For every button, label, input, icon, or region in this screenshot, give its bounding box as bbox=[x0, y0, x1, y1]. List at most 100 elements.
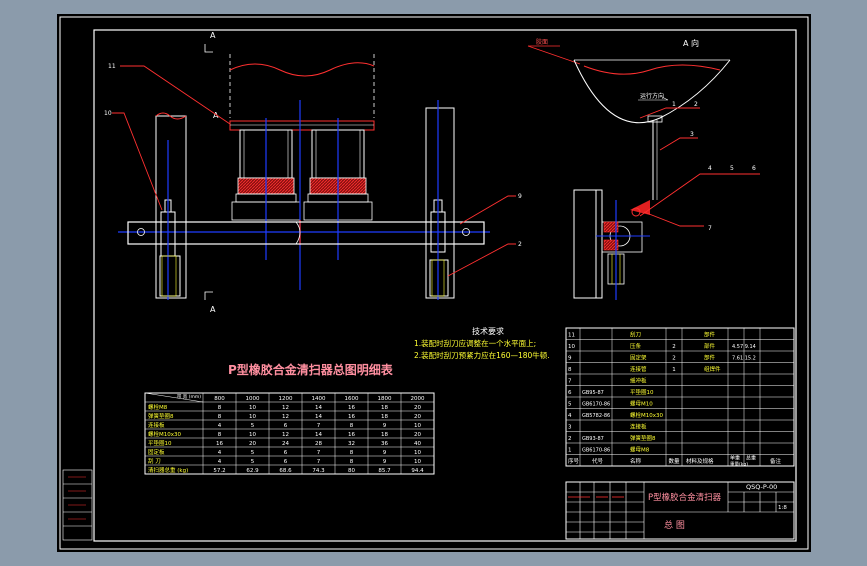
spec-cell: 18 bbox=[381, 414, 388, 420]
spec-row-name: 螺栓M10x30 bbox=[148, 430, 181, 438]
spec-row-name: 螺栓M8 bbox=[148, 403, 168, 411]
spec-cell: 9 bbox=[383, 459, 387, 465]
title-product-name: P型橡胶合金清扫器 bbox=[648, 492, 722, 503]
side-part-6: 6 bbox=[752, 165, 756, 172]
parts-name: 刮刀 bbox=[630, 331, 641, 339]
parts-note: 组焊件 bbox=[704, 365, 721, 373]
side-view: A 向 胶面 运行方向 bbox=[527, 38, 760, 300]
spec-cell: 24 bbox=[282, 441, 289, 447]
spec-row-name: 刮 刀 bbox=[148, 457, 161, 465]
parts-header-qty: 数量 bbox=[668, 457, 680, 465]
spec-corner-diagonal bbox=[144, 392, 204, 403]
title-scale: 1:8 bbox=[778, 505, 787, 511]
parts-qty: 2 bbox=[672, 344, 676, 350]
spec-cell: 9 bbox=[383, 423, 387, 429]
parts-header-no: 序号 bbox=[568, 457, 580, 465]
tech-line-2: 2.装配时刮刀预紧力应在160—180牛顿. bbox=[414, 350, 550, 360]
parts-name: 螺栓M10x30 bbox=[630, 411, 663, 419]
spec-cell: 62.9 bbox=[246, 468, 259, 474]
parts-no: 8 bbox=[568, 367, 572, 373]
spec-cell: 36 bbox=[381, 441, 388, 447]
parts-note: 部件 bbox=[704, 354, 716, 362]
section-mark-mid: A bbox=[213, 111, 219, 120]
spec-cell: 18 bbox=[381, 405, 388, 411]
spec-cell: 20 bbox=[414, 432, 421, 438]
direction-label: 运行方向 bbox=[640, 92, 664, 100]
spec-row-name: 平垫圈10 bbox=[148, 439, 172, 447]
parts-no: 9 bbox=[568, 356, 572, 362]
parts-name: 压条 bbox=[630, 342, 642, 350]
pulley-arc bbox=[573, 59, 731, 124]
spec-cell: 14 bbox=[315, 414, 322, 420]
side-part-1: 1 bbox=[672, 101, 676, 108]
belt-label: 胶面 bbox=[536, 38, 548, 46]
tech-line-1: 1.装配时刮刀应调整在一个水平面上; bbox=[414, 338, 536, 348]
side-part-2: 2 bbox=[694, 101, 698, 108]
parts-no: 1 bbox=[568, 448, 572, 454]
spec-cell: 7 bbox=[317, 423, 321, 429]
parts-name: 固定架 bbox=[630, 354, 647, 362]
spec-cell: 85.7 bbox=[378, 468, 391, 474]
spec-cell: 6 bbox=[284, 423, 288, 429]
parts-weights: 7.61 15.2 bbox=[732, 356, 756, 362]
parts-header-note: 备注 bbox=[770, 457, 782, 465]
spec-table-title: P型橡胶合金清扫器总图明细表 bbox=[228, 362, 394, 377]
belt-outline bbox=[229, 54, 375, 118]
spec-cell: 16 bbox=[348, 414, 355, 420]
belt-break-line bbox=[229, 62, 375, 77]
spec-cell: 10 bbox=[414, 423, 421, 429]
parts-name: 螺母M8 bbox=[630, 446, 650, 454]
spec-cell: 20 bbox=[249, 441, 256, 447]
parts-code: GB95-87 bbox=[582, 390, 604, 396]
parts-note: 部件 bbox=[704, 331, 716, 339]
spec-cell: 6 bbox=[284, 450, 288, 456]
spec-cell: 16 bbox=[216, 441, 223, 447]
binding-margin bbox=[62, 469, 93, 541]
spec-cell: 12 bbox=[282, 414, 289, 420]
spec-cell: 8 bbox=[218, 414, 222, 420]
spec-cell: 6 bbox=[284, 459, 288, 465]
spec-corner-label: 带 宽 (mm) bbox=[177, 393, 201, 400]
spec-row-name: 固定板 bbox=[148, 448, 165, 456]
spec-cell: 68.6 bbox=[279, 468, 292, 474]
title-drawing-name: 总 图 bbox=[664, 519, 685, 531]
parts-header-material: 材料及规格 bbox=[686, 457, 714, 465]
spec-row-name: 连接板 bbox=[148, 421, 165, 429]
parts-code: GB6170-86 bbox=[582, 448, 610, 454]
spec-cell: 57.2 bbox=[213, 468, 225, 474]
parts-no: 2 bbox=[568, 436, 572, 442]
connecting-tube bbox=[127, 221, 485, 245]
spec-cell: 16 bbox=[348, 432, 355, 438]
spec-cell: 8 bbox=[350, 423, 354, 429]
side-view-title: A 向 bbox=[683, 38, 699, 48]
spec-cell: 12 bbox=[282, 405, 289, 411]
spec-cell: 4 bbox=[218, 450, 222, 456]
parts-header-name: 名称 bbox=[630, 457, 642, 465]
spec-cell: 8 bbox=[350, 459, 354, 465]
parts-qty: 1 bbox=[672, 367, 676, 373]
parts-code: GB6170-86 bbox=[582, 402, 610, 408]
spec-cell: 10 bbox=[249, 432, 256, 438]
spec-cell: 8 bbox=[218, 432, 222, 438]
part-number-10: 10 bbox=[104, 110, 112, 117]
parts-no: 6 bbox=[568, 390, 572, 396]
spec-cell: 8 bbox=[350, 450, 354, 456]
spec-cell: 28 bbox=[315, 441, 322, 447]
side-part-5: 5 bbox=[730, 165, 734, 172]
parts-name: 螺母M10 bbox=[630, 400, 653, 408]
spec-column-header: 2000 bbox=[411, 396, 425, 402]
spec-cell: 8 bbox=[218, 405, 222, 411]
parts-header-code: 代号 bbox=[592, 457, 604, 465]
parts-name: 连接管 bbox=[630, 365, 647, 373]
parts-no: 7 bbox=[568, 379, 572, 385]
section-mark-top: A bbox=[210, 31, 216, 40]
parts-no: 10 bbox=[568, 344, 575, 350]
spec-cell: 14 bbox=[315, 405, 322, 411]
spec-cell: 4 bbox=[218, 459, 222, 465]
side-part-3: 3 bbox=[690, 131, 694, 138]
spec-cell: 10 bbox=[414, 459, 421, 465]
